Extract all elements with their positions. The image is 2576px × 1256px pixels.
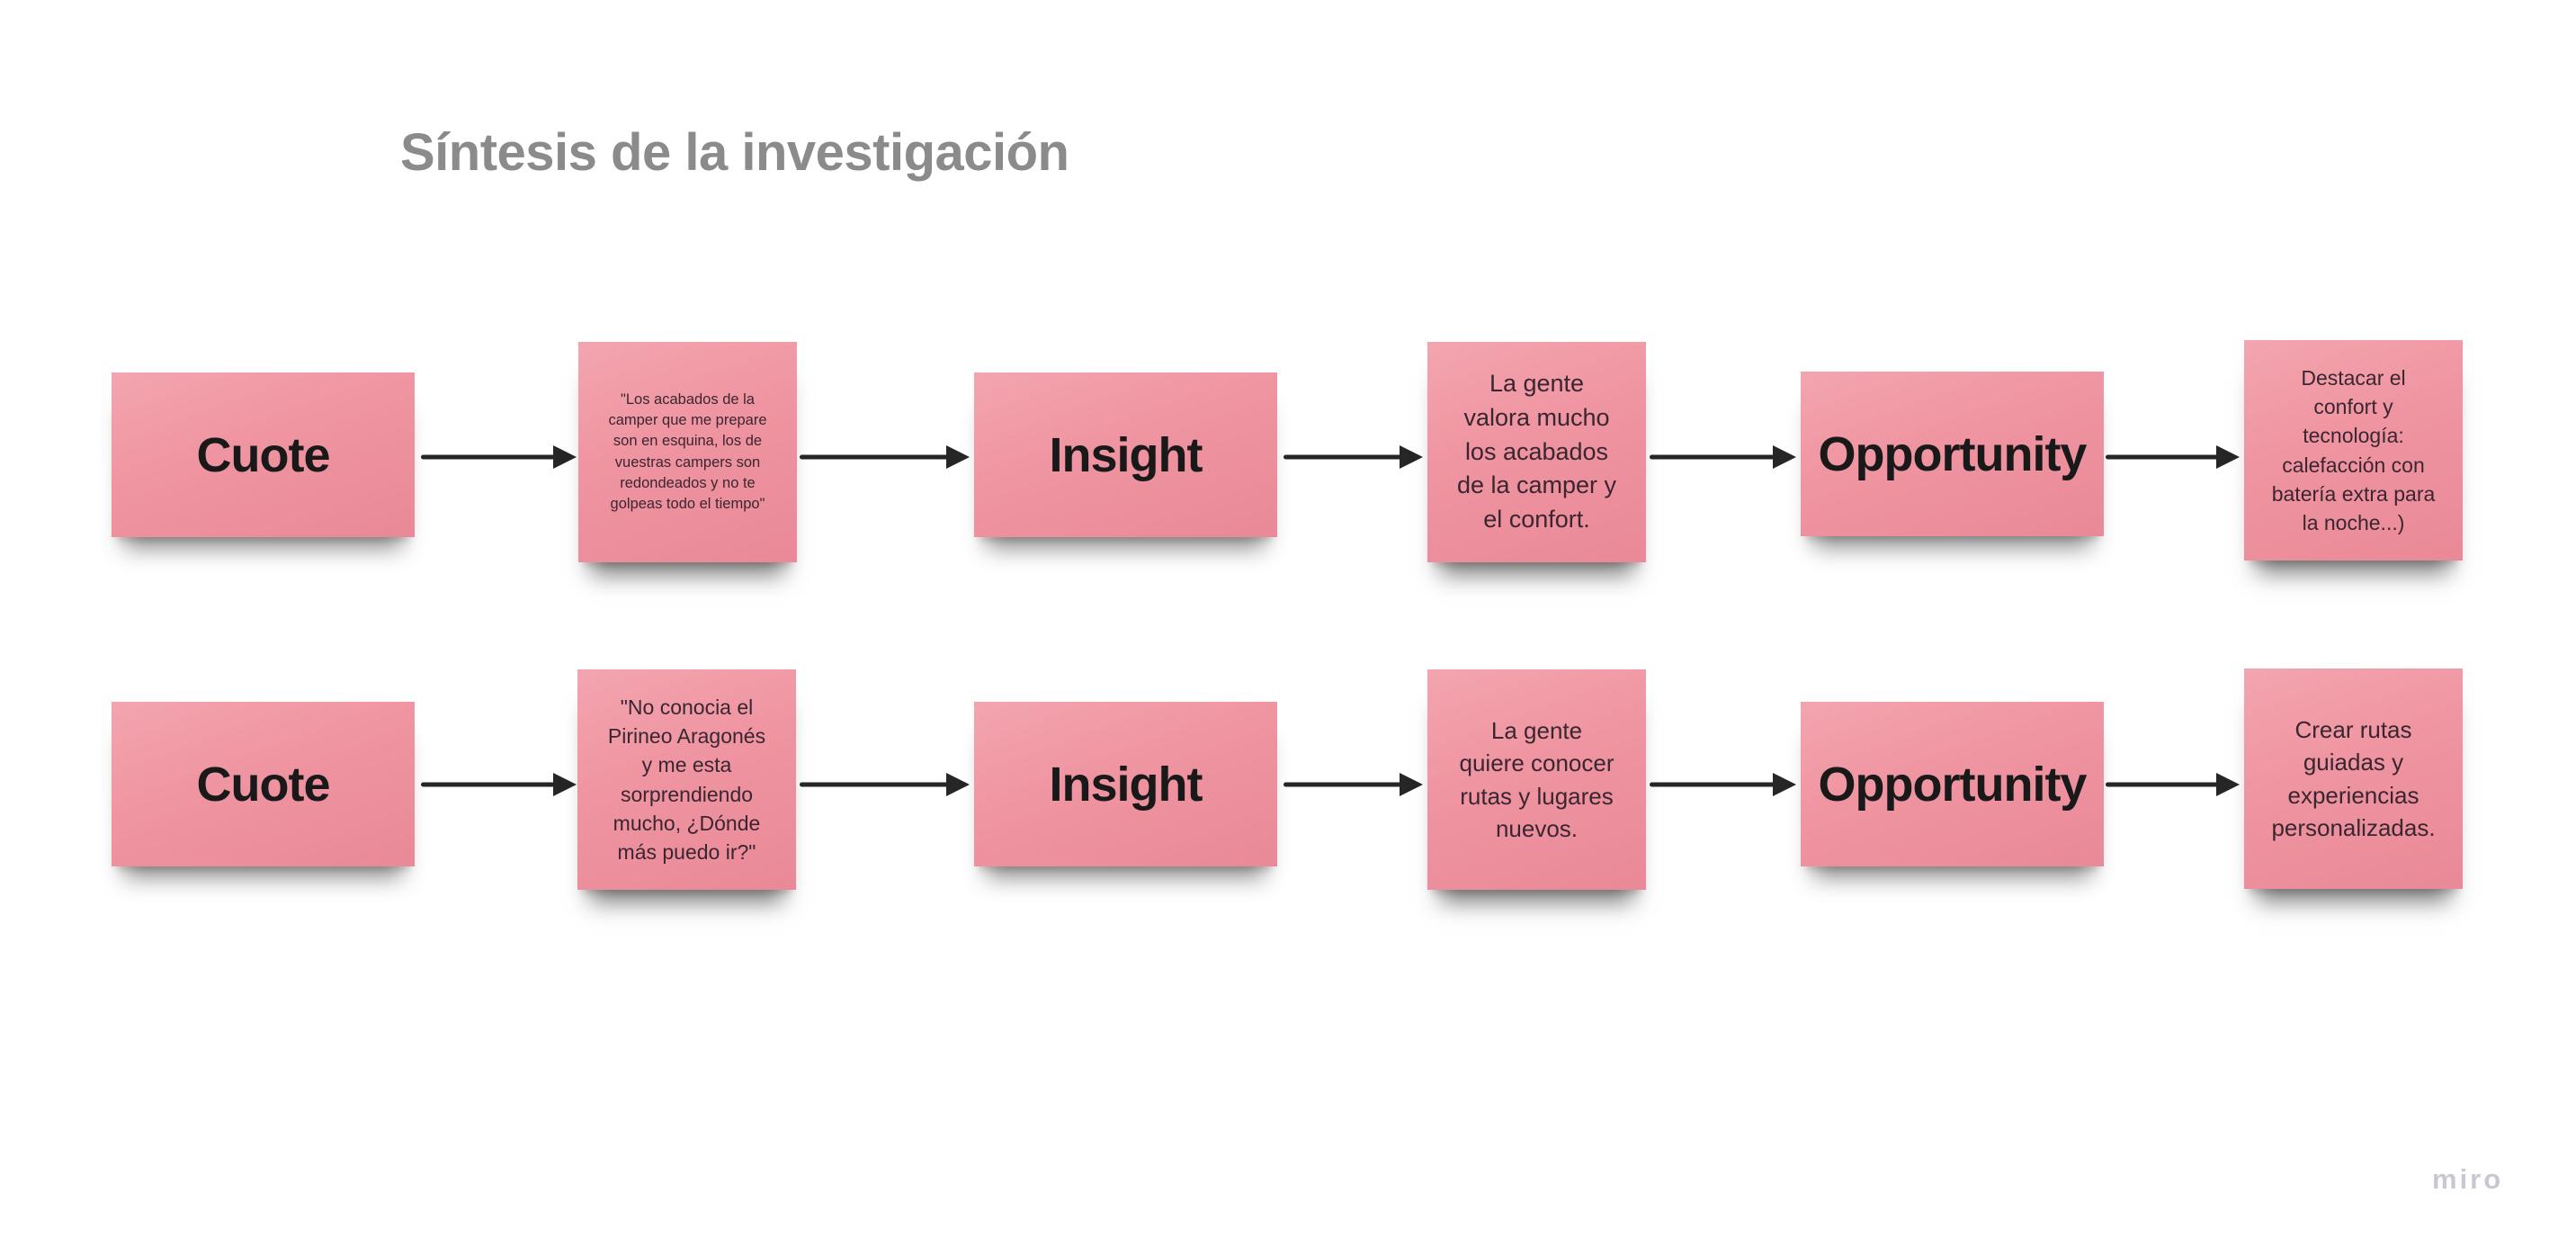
arrow-head-icon [1773,445,1796,469]
arrow-head-icon [1400,773,1423,796]
sticky-quote-text-row2[interactable]: "No conocia el Pirineo Aragonés y me est… [577,669,796,890]
connector-arrow[interactable] [2106,445,2240,469]
note-label-text: Cuote [196,757,331,812]
note-opportunity-label-row1[interactable]: Opportunity [1801,372,2104,536]
sticky-text: La gente quiere conocer rutas y lugares … [1459,716,1614,842]
sticky-text: "No conocia el Pirineo Aragonés y me est… [607,695,766,864]
arrow-head-icon [553,773,577,796]
sticky-text: Destacar el confort y tecnología: calefa… [2271,365,2436,534]
note-label-text: Opportunity [1818,757,2088,812]
board-title[interactable]: Síntesis de la investigación [400,123,1069,182]
connector-arrow[interactable] [800,445,970,469]
connector-arrow[interactable] [1650,773,1796,796]
connector-arrow[interactable] [800,773,970,796]
note-quote-label-row2[interactable]: Cuote [112,702,415,866]
arrow-line [2106,782,2223,787]
note-insight-label-row2[interactable]: Insight [974,702,1277,866]
arrow-line [421,454,560,460]
arrow-line [800,454,953,460]
arrow-line [1284,454,1407,460]
note-label-text: Cuote [196,427,331,482]
note-opportunity-label-row2[interactable]: Opportunity [1801,702,2104,866]
note-quote-label-row1[interactable]: Cuote [112,372,415,537]
connector-arrow[interactable] [2106,773,2240,796]
arrow-head-icon [1400,445,1423,469]
connector-arrow[interactable] [1284,773,1423,796]
arrow-line [2106,454,2223,460]
connector-arrow[interactable] [1650,445,1796,469]
arrow-head-icon [946,773,970,796]
arrow-line [1284,782,1407,787]
arrow-line [800,782,953,787]
sticky-opportunity-text-row2[interactable]: Crear rutas guiadas y experiencias perso… [2244,668,2463,889]
arrow-head-icon [553,445,577,469]
connector-arrow[interactable] [421,445,577,469]
arrow-head-icon [946,445,970,469]
arrow-line [1650,782,1780,787]
sticky-insight-text-row1[interactable]: La gente valora mucho los acabados de la… [1427,342,1646,562]
sticky-text: "Los acabados de la camper que me prepar… [608,391,767,512]
sticky-text: Crear rutas guiadas y experiencias perso… [2271,715,2436,841]
sticky-opportunity-text-row1[interactable]: Destacar el confort y tecnología: calefa… [2244,340,2463,561]
sticky-text: La gente valora mucho los acabados de la… [1456,370,1617,534]
arrow-line [1650,454,1780,460]
arrow-head-icon [2216,773,2240,796]
note-insight-label-row1[interactable]: Insight [974,372,1277,537]
arrow-head-icon [1773,773,1796,796]
note-label-text: Insight [1049,427,1203,482]
note-label-text: Opportunity [1818,426,2088,481]
miro-logo: miro [2432,1163,2504,1195]
arrow-line [421,782,560,787]
connector-arrow[interactable] [421,773,577,796]
connector-arrow[interactable] [1284,445,1423,469]
sticky-insight-text-row2[interactable]: La gente quiere conocer rutas y lugares … [1427,669,1646,890]
sticky-quote-text-row1[interactable]: "Los acabados de la camper que me prepar… [578,342,797,562]
arrow-head-icon [2216,445,2240,469]
note-label-text: Insight [1049,757,1203,812]
